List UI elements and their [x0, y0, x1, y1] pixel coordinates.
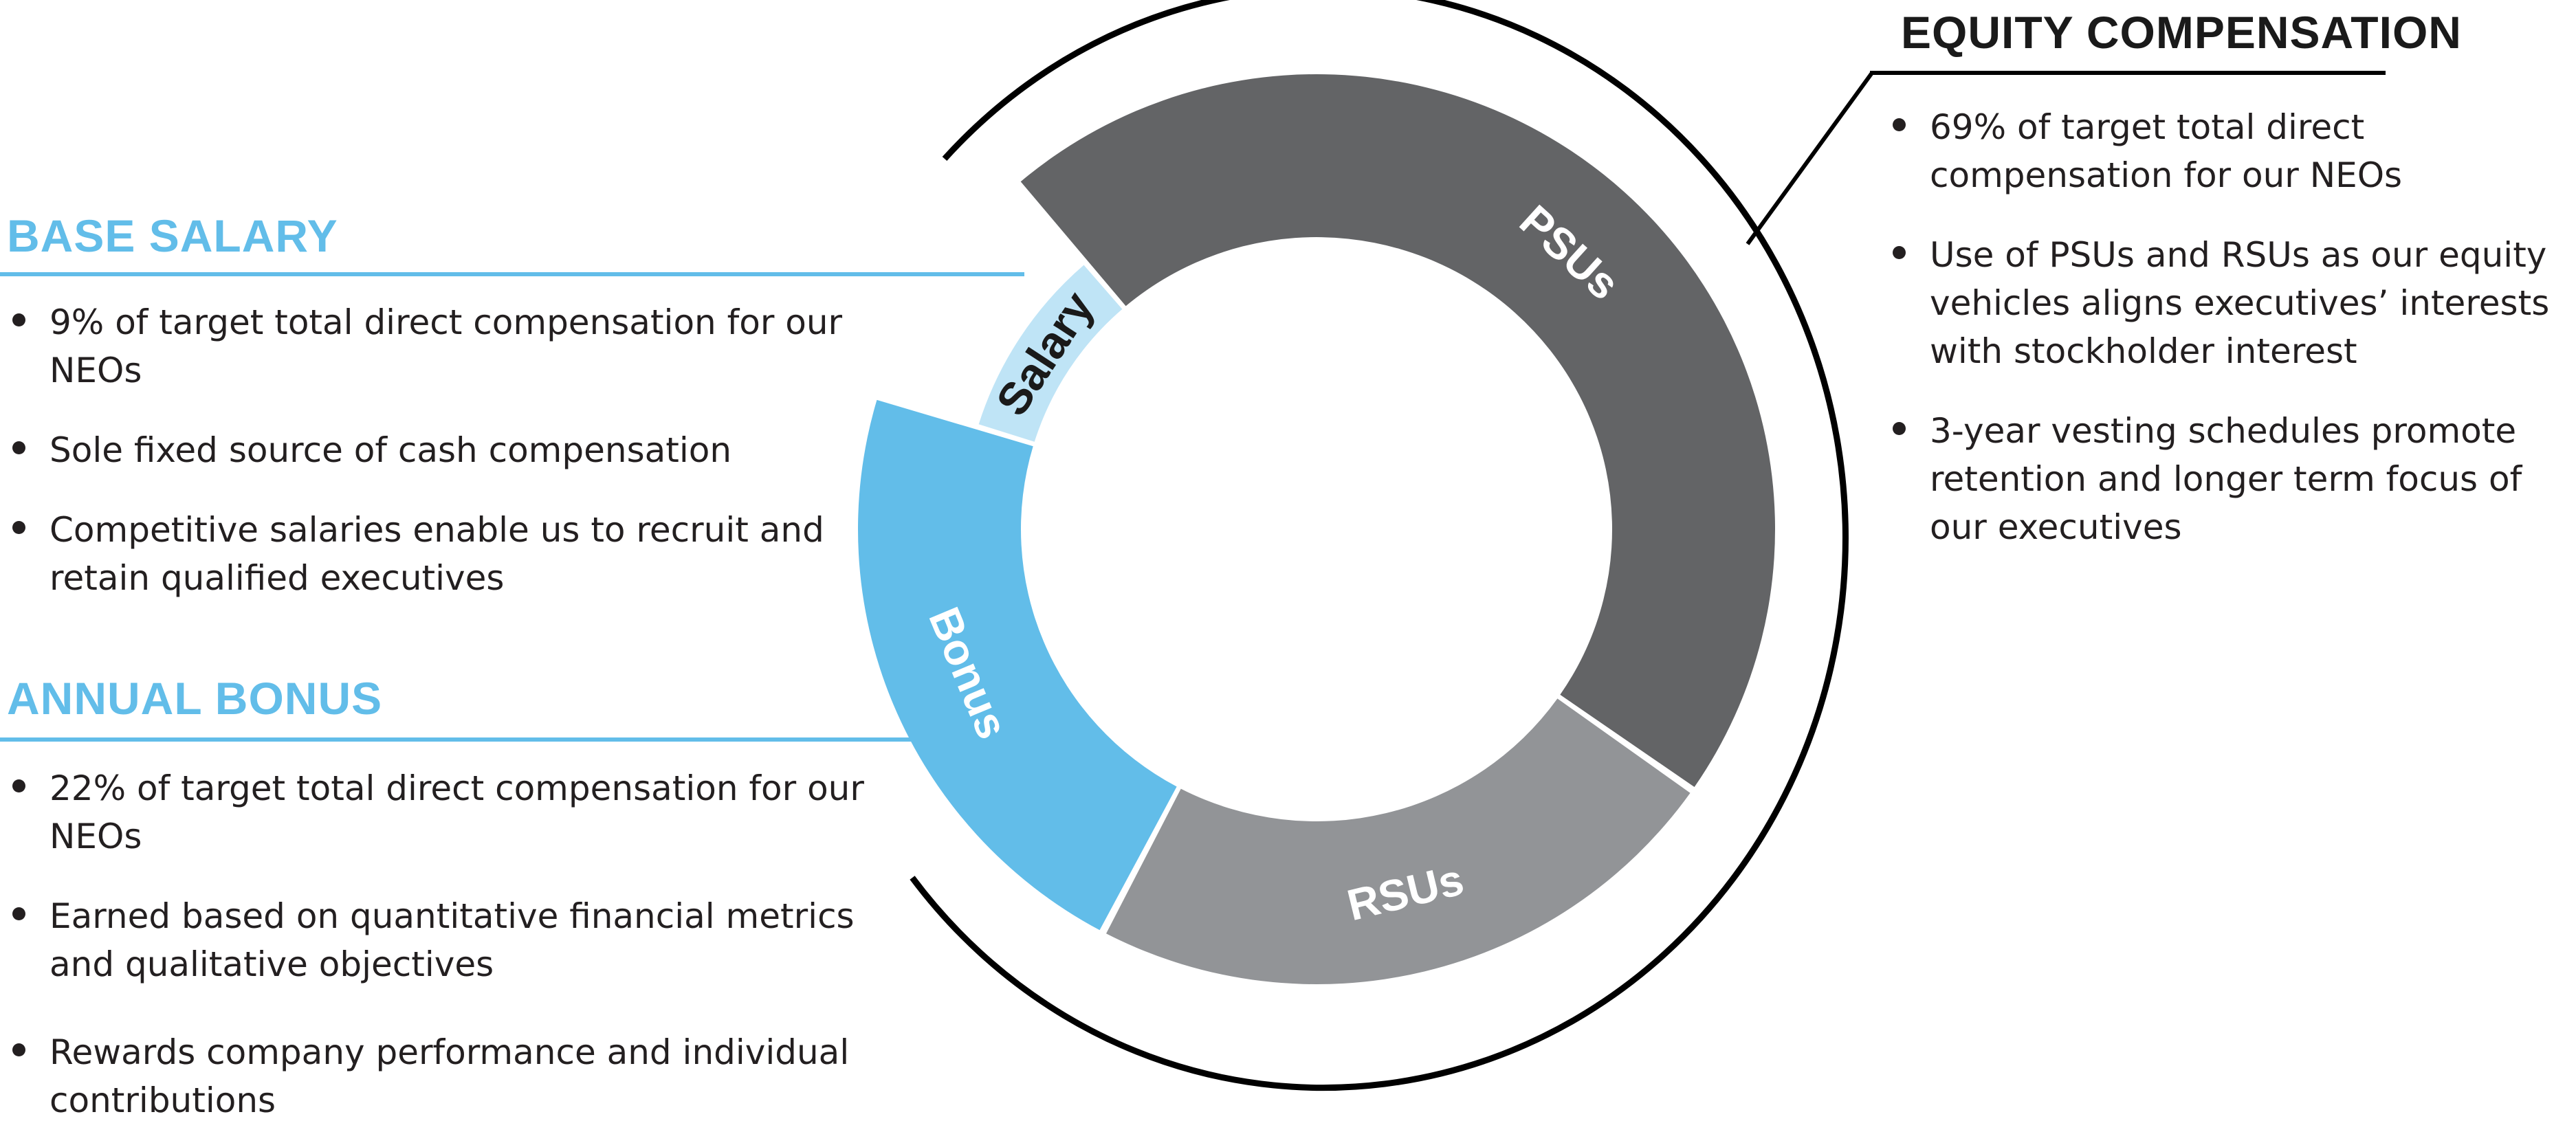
bullet-dot-icon — [1893, 118, 1906, 131]
base-salary-bullet: Sole fixed source of cash compensation — [7, 426, 859, 474]
bullet-dot-icon — [1893, 422, 1906, 435]
bullet-dot-icon — [12, 907, 25, 920]
donut-segment-psus — [1020, 74, 1775, 788]
base-salary-heading: BASE SALARY — [7, 210, 338, 261]
base-salary-rule — [0, 272, 1024, 276]
donut-segment-bonus — [857, 399, 1177, 931]
bullet-dot-icon — [12, 441, 25, 454]
equity-compensation-bullet: 3-year vesting schedules promote retenti… — [1887, 407, 2568, 551]
chart-frame — [910, 0, 2386, 1091]
donut-segment-rsus — [1106, 698, 1691, 984]
annual-bonus-heading: ANNUAL BONUS — [7, 673, 383, 724]
base-salary-bullet: Competitive salaries enable us to recrui… — [7, 506, 859, 602]
equity-compensation-bullet: 69% of target total direct compensation … — [1887, 103, 2568, 199]
annual-bonus-bullet: Rewards company performance and individu… — [7, 1028, 901, 1124]
donut-segment-salary — [978, 265, 1123, 442]
equity-compensation-heading: EQUITY COMPENSATION — [1901, 7, 2462, 58]
annual-bonus-rule — [0, 737, 928, 742]
bullet-dot-icon — [1893, 246, 1906, 259]
bullet-dot-icon — [12, 1043, 25, 1056]
bullet-dot-icon — [12, 779, 25, 792]
base-salary-bullets: 9% of target total direct compensation f… — [7, 298, 859, 602]
annual-bonus-bullet: 22% of target total direct compensation … — [7, 764, 901, 861]
equity-compensation-bullets: 69% of target total direct compensation … — [1887, 103, 2568, 551]
bullet-dot-icon — [12, 313, 25, 326]
annual-bonus-bullets: 22% of target total direct compensation … — [7, 764, 901, 1124]
equity-compensation-bullet: Use of PSUs and RSUs as our equity vehic… — [1887, 231, 2568, 375]
equity-connector-line — [1746, 71, 1874, 245]
bullet-dot-icon — [12, 521, 25, 534]
donut-segments — [857, 74, 1775, 984]
base-salary-bullet: 9% of target total direct compensation f… — [7, 298, 859, 395]
equity-bracket-arc — [910, 0, 1849, 1091]
annual-bonus-bullet: Earned based on quantitative financial m… — [7, 892, 901, 988]
